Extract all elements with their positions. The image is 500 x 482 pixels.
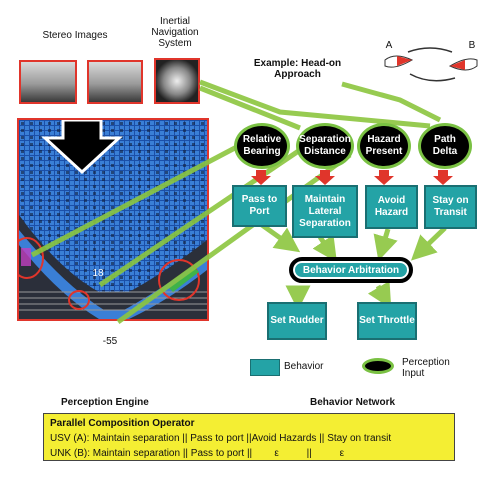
legend-perception-label: Perception Input (402, 357, 450, 379)
arbitration-to-throttle-arrow (367, 280, 392, 309)
behavior-pass-to-port: Pass to Port (232, 185, 287, 227)
perception-path-delta: Path Delta (418, 123, 472, 169)
map-to-hazard-line (116, 152, 352, 325)
ins-to-separation-line (199, 85, 301, 131)
behavior-avoid-hazard: Avoid Hazard (365, 185, 418, 229)
vessel-example-icon (384, 47, 478, 82)
output-set-throttle: Set Throttle (357, 302, 417, 340)
example-label: Example: Head-on Approach (253, 58, 342, 80)
ins-image (154, 58, 200, 104)
operator-unk-line: UNK (B): Maintain separation || Pass to … (50, 448, 345, 459)
legend-behavior-swatch (250, 359, 280, 376)
transit-to-arbitration-arrow (410, 226, 447, 261)
arrow-separation-to-behavior (315, 170, 335, 185)
ins-label: Inertial Navigation System (151, 16, 199, 49)
perception-engine-label: Perception Engine (61, 397, 149, 408)
behavior-arbitration: Behavior Arbitration (289, 257, 413, 283)
perception-separation-distance: Separation Distance (296, 123, 354, 169)
avoid-to-arbitration-arrow (373, 228, 398, 261)
stereo-images-label: Stereo Images (42, 30, 108, 41)
perception-relative-bearing: Relative Bearing (234, 123, 290, 169)
vessel-b-label: B (468, 40, 476, 51)
arrow-hazard-to-behavior (374, 170, 394, 185)
behavior-stay-on-transit: Stay on Transit (424, 185, 477, 229)
stereo-image-right (87, 60, 143, 104)
perception-map (17, 118, 209, 321)
arrow-delta-to-behavior (433, 170, 453, 185)
legend-perception-swatch (362, 358, 394, 374)
behavior-network-label: Behavior Network (310, 397, 396, 408)
operator-usv-line: USV (A): Maintain separation || Pass to … (50, 433, 392, 444)
tick-neg55-label: -55 (102, 336, 118, 347)
composition-operator-box: Parallel Composition Operator USV (A): M… (43, 413, 455, 461)
vessel-a-label: A (385, 40, 393, 51)
map-to-relative-bearing-line (30, 137, 252, 258)
behavior-maintain-lateral-separation: Maintain Lateral Separation (292, 185, 358, 238)
perception-hazard-present: Hazard Present (357, 123, 411, 169)
map-to-separation-line (98, 147, 302, 288)
output-set-rudder: Set Rudder (267, 302, 327, 340)
lateral-to-arbitration-arrow (312, 234, 337, 263)
tick-18-label: 18 (92, 268, 104, 279)
perception-map-grid (19, 120, 207, 319)
operator-title: Parallel Composition Operator (50, 418, 195, 429)
legend-behavior-label: Behavior (284, 361, 324, 372)
ins-to-path-delta-line (199, 79, 431, 129)
example-to-path-delta-line (341, 81, 442, 123)
arrow-bearing-to-behavior (251, 170, 271, 185)
stereo-image-left (19, 60, 77, 104)
